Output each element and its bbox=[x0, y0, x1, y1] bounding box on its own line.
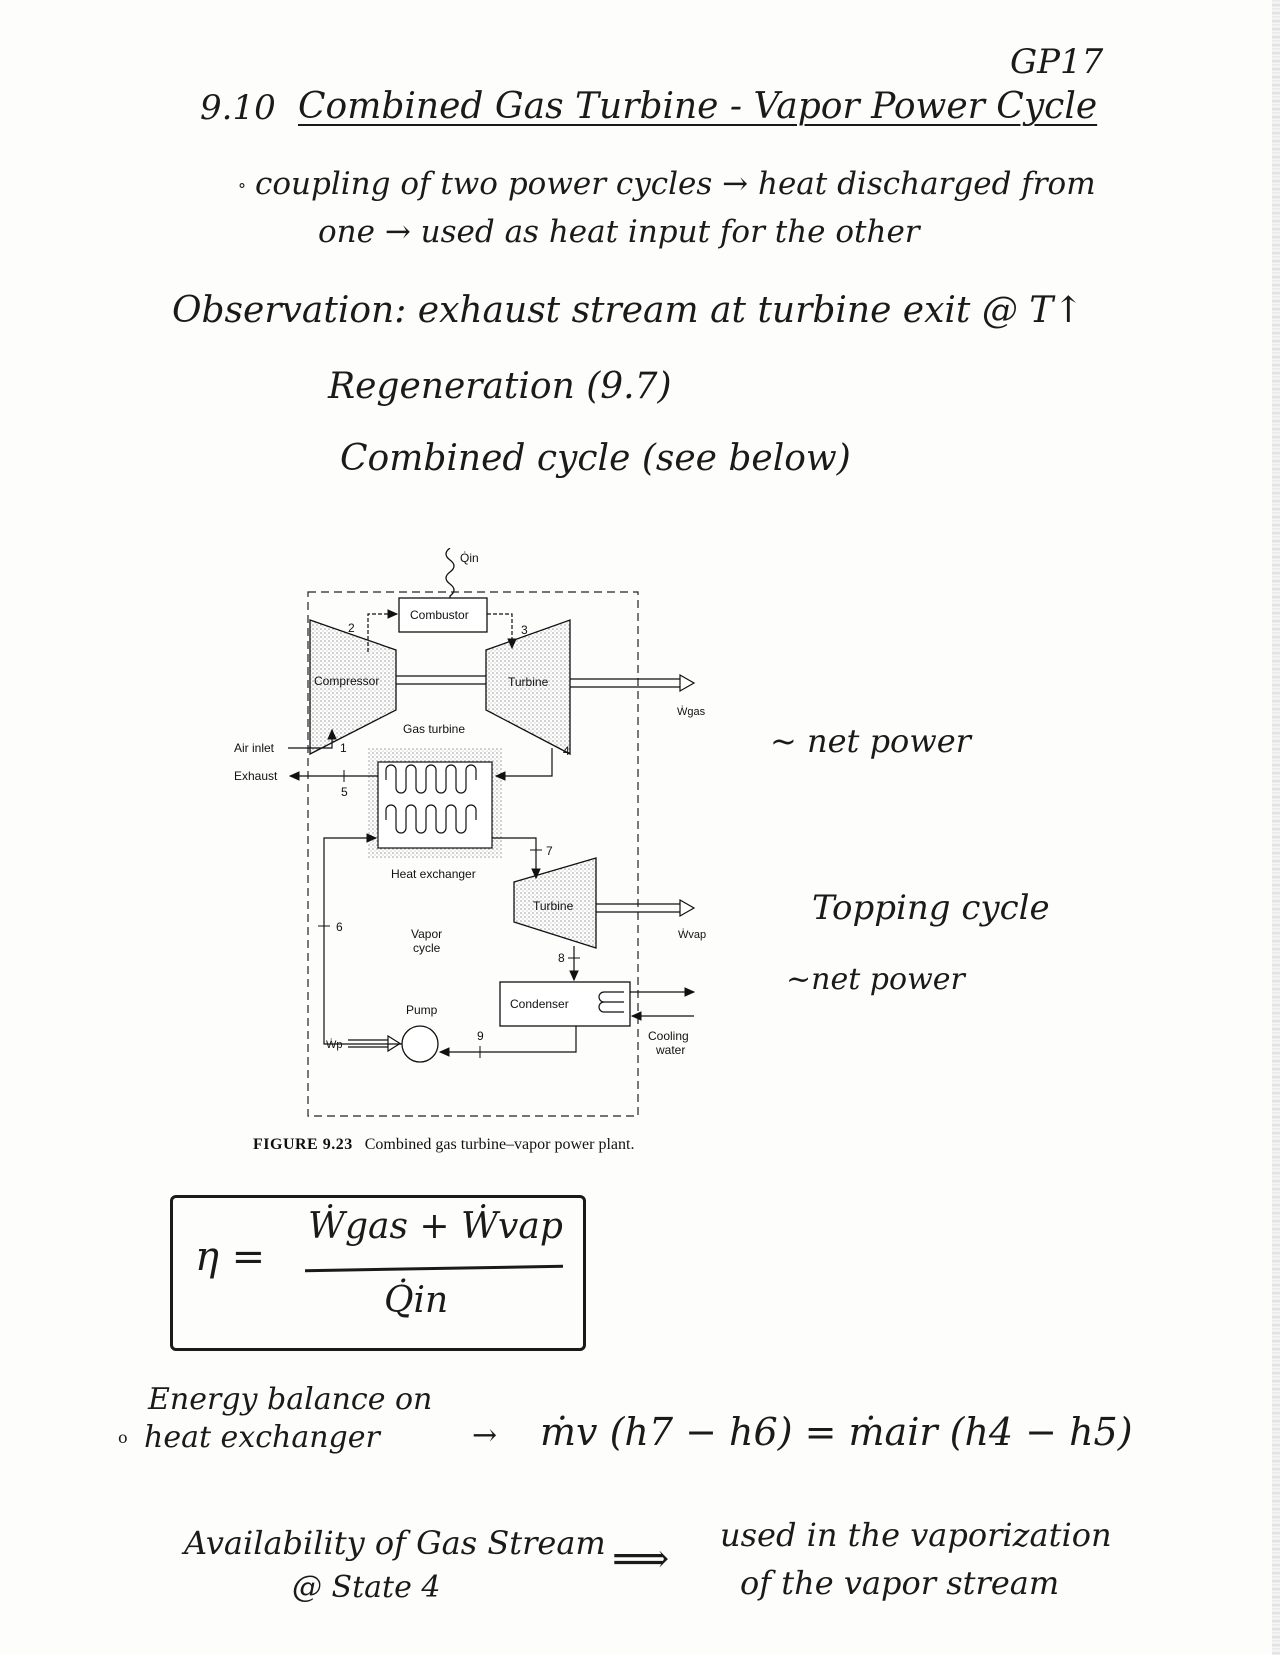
state-8: 8 bbox=[558, 951, 565, 965]
energy-balance-equation: ṁv (h7 − h6) = ṁair (h4 − h5) bbox=[540, 1410, 1133, 1454]
efficiency-equation-box bbox=[170, 1195, 586, 1351]
gas-turbine-label: Turbine bbox=[508, 675, 549, 689]
availability-arrow: ⟹ bbox=[612, 1536, 670, 1582]
scan-edge bbox=[1272, 0, 1280, 1655]
observation: Observation: exhaust stream at turbine e… bbox=[172, 290, 1084, 331]
combined-cycle: Combined cycle (see below) bbox=[340, 438, 851, 479]
energy-bullet: o bbox=[118, 1428, 128, 1447]
vapor-cycle-label-2: cycle bbox=[413, 941, 441, 955]
gas-turbine-caption: Gas turbine bbox=[403, 722, 465, 736]
availability-result-2: of the vapor stream bbox=[740, 1564, 1060, 1602]
combustor-box bbox=[398, 597, 488, 633]
gas-turbine-shape bbox=[485, 619, 571, 756]
air-inlet-label: Air inlet bbox=[234, 741, 275, 755]
availability-line-1: Availability of Gas Stream bbox=[184, 1524, 606, 1562]
availability-line-2: @ State 4 bbox=[292, 1570, 441, 1605]
pump-label: Pump bbox=[406, 1003, 438, 1017]
vapor-cycle-label-1: Vapor bbox=[411, 927, 442, 941]
caption-label: FIGURE 9.23 bbox=[253, 1136, 353, 1153]
page-id: GP17 bbox=[1010, 42, 1104, 82]
state-1: 1 bbox=[340, 741, 347, 755]
heat-exchanger-box bbox=[377, 761, 493, 849]
section-number: 9.10 bbox=[200, 88, 276, 128]
wvap-label: Ẇvap bbox=[678, 928, 706, 941]
heat-input-arrow bbox=[444, 548, 456, 610]
condenser-box bbox=[499, 981, 631, 1027]
equation-denominator: Q̇in bbox=[384, 1280, 449, 1321]
state-9: 9 bbox=[477, 1029, 484, 1043]
topping-cycle-note: Topping cycle bbox=[812, 888, 1050, 928]
wgas-label: Ẇgas bbox=[677, 705, 706, 718]
energy-balance-arrow: → bbox=[472, 1418, 498, 1453]
state-7: 7 bbox=[546, 844, 553, 858]
compressor-shape bbox=[309, 619, 397, 756]
equation-numerator: Ẇgas + Ẇvap bbox=[308, 1206, 563, 1247]
bullet-dot: ° bbox=[238, 180, 246, 199]
bullet-line-1: coupling of two power cycles → heat disc… bbox=[255, 166, 1096, 202]
state-3: 3 bbox=[521, 623, 528, 637]
system-boundary bbox=[307, 591, 639, 1117]
qin-label: Q̇in bbox=[460, 551, 479, 565]
state-6: 6 bbox=[336, 920, 343, 934]
energy-balance-line-2: heat exchanger bbox=[144, 1420, 380, 1455]
net-power-gas-note: ~ net power bbox=[770, 722, 971, 760]
regeneration: Regeneration (9.7) bbox=[328, 366, 672, 407]
vapor-turbine-shape bbox=[513, 857, 597, 949]
bullet-line-2: one → used as heat input for the other bbox=[318, 214, 920, 250]
figure-caption: FIGURE 9.23 Combined gas turbine–vapor p… bbox=[253, 1136, 634, 1154]
combustor-label: Combustor bbox=[410, 608, 469, 622]
wvap-arrow bbox=[679, 898, 696, 918]
heat-exchanger-label: Heat exchanger bbox=[391, 867, 476, 881]
eta-symbol: η = bbox=[195, 1234, 266, 1280]
cooling-label-1: Cooling bbox=[648, 1029, 689, 1043]
caption-text: Combined gas turbine–vapor power plant. bbox=[364, 1136, 635, 1153]
vapor-turbine-label: Turbine bbox=[533, 899, 574, 913]
wgas-arrow bbox=[679, 673, 696, 693]
state-5: 5 bbox=[341, 785, 348, 799]
condenser-label: Condenser bbox=[510, 997, 569, 1011]
section-title: Combined Gas Turbine - Vapor Power Cycle bbox=[298, 86, 1098, 127]
state-2: 2 bbox=[348, 621, 355, 635]
availability-result-1: used in the vaporization bbox=[720, 1516, 1112, 1554]
exhaust-label: Exhaust bbox=[234, 769, 278, 783]
state-4: 4 bbox=[563, 744, 570, 758]
pump-circle bbox=[401, 1025, 439, 1063]
compressor-label: Compressor bbox=[314, 674, 379, 688]
energy-balance-line-1: Energy balance on bbox=[148, 1382, 433, 1417]
net-power-vap-note: ~net power bbox=[786, 962, 965, 997]
cooling-label-2: water bbox=[655, 1043, 685, 1057]
combined-cycle-diagram: Q̇in Combustor Compressor Turbine Ẇgas G… bbox=[234, 548, 706, 1117]
